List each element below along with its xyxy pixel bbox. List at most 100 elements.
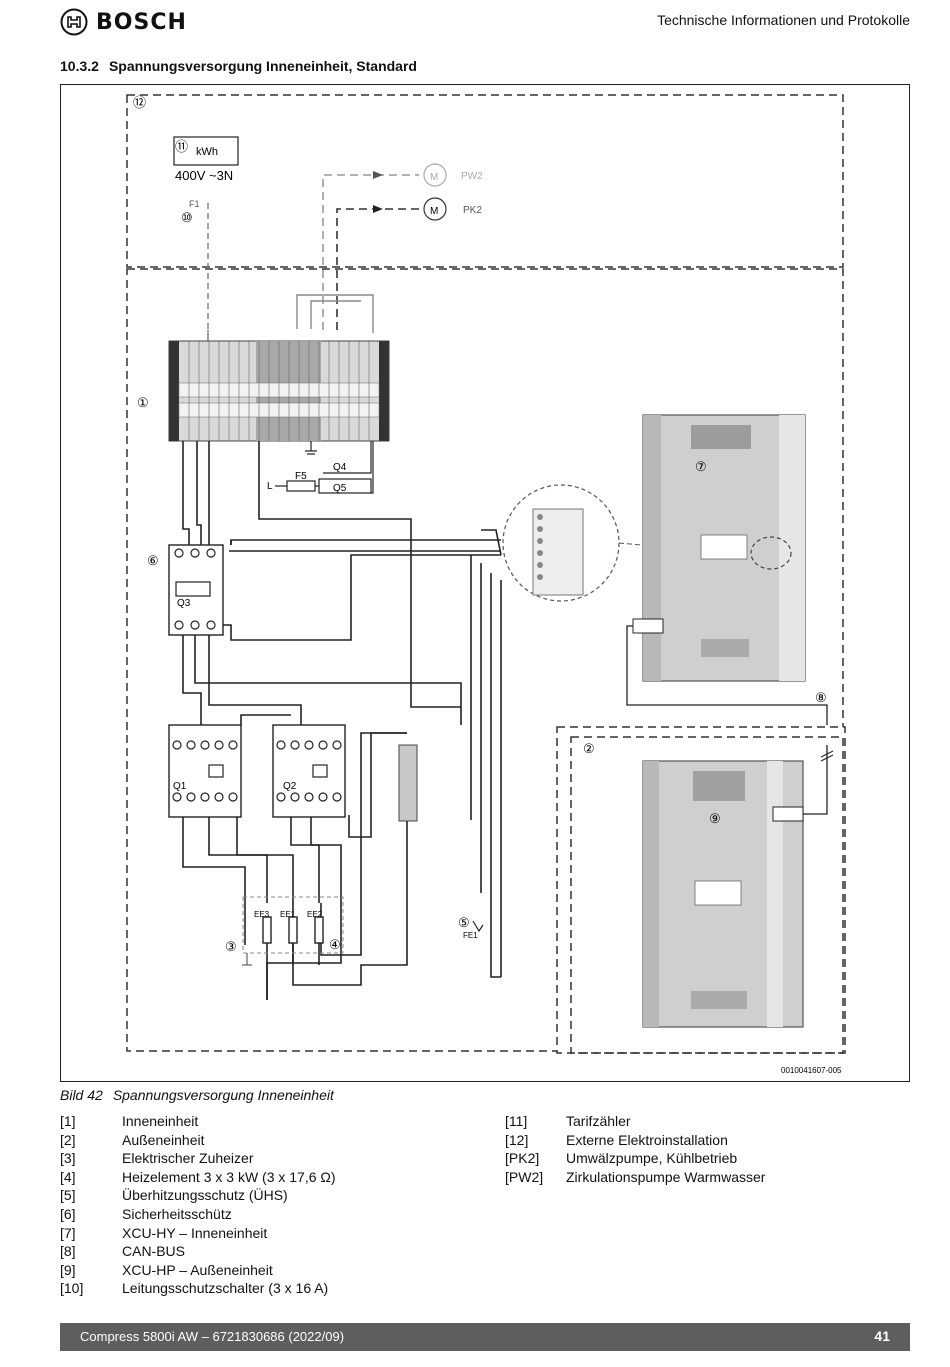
meter-unit: kWh (196, 146, 218, 158)
supply-label: 400V ~3N (175, 168, 233, 183)
legend-item: [12] Externe Elektroinstallation (505, 1132, 765, 1151)
pk2-label: PK2 (463, 205, 482, 216)
page-number: 41 (874, 1328, 890, 1344)
legend-key: [3] (60, 1150, 76, 1167)
callout-10: ⑩ (181, 210, 193, 225)
legend-item: [1] Inneneinheit (60, 1113, 336, 1132)
legend-key: [1] (60, 1113, 76, 1129)
legend-text: Sicherheitsschütz (122, 1205, 232, 1222)
f1-label: F1 (189, 199, 200, 209)
legend-text: Überhitzungsschutz (ÜHS) (122, 1187, 288, 1204)
legend-key: [12] (505, 1131, 529, 1148)
callout-4: ④ (329, 937, 341, 952)
legend-text: Zirkulationspumpe Warmwasser (566, 1168, 766, 1185)
ee1-label: EE1 (280, 910, 296, 919)
legend-key: [7] (60, 1224, 76, 1241)
ee3-label: EE3 (254, 910, 270, 919)
legend-text: Außeneinheit (122, 1131, 205, 1148)
pw2-motor-label: M (430, 172, 438, 183)
legend-item: [PW2] Zirkulationspumpe Warmwasser (505, 1169, 765, 1188)
fe1-label: FE1 (463, 931, 478, 940)
bosch-logo-icon (60, 8, 88, 36)
legend-item: [8] CAN-BUS (60, 1243, 336, 1262)
legend-text: XCU-HY – Inneneinheit (122, 1224, 268, 1241)
legend-key: [9] (60, 1261, 76, 1278)
caption-label: Bild 42 (60, 1087, 103, 1103)
legend-text: CAN-BUS (122, 1243, 186, 1260)
page-footer: Compress 5800i AW – 6721830686 (2022/09)… (60, 1323, 910, 1351)
legend-left: [1] Inneneinheit [2] Außeneinheit [3] Elekt… (60, 1113, 336, 1299)
q4-label: Q4 (333, 462, 347, 473)
legend-key: [11] (505, 1113, 528, 1129)
kwh-meter (173, 136, 239, 166)
legend-text: XCU-HP – Außeneinheit (122, 1261, 273, 1278)
wiring-diagram-svg: kWh 400V ~3N F1 M M PW2 PK2 L F5 Q5 Q4 (126, 94, 846, 1075)
q5-relay (318, 478, 372, 494)
legend-item: [3] Elektrischer Zuheizer (60, 1150, 336, 1169)
legend-text: Heizelement 3 x 3 kW (3 x 17,6 Ω) (122, 1168, 336, 1185)
q2-label: Q2 (283, 781, 297, 792)
legend-text: Leitungsschutzschalter (3 x 16 A) (122, 1280, 329, 1297)
legend-item: [6] Sicherheitsschütz (60, 1206, 336, 1225)
legend-item: [11] Tarifzähler (505, 1113, 765, 1132)
legend-item: [5] Überhitzungsschutz (ÜHS) (60, 1187, 336, 1206)
n-terminal (398, 744, 418, 822)
callout-5: ⑤ (458, 915, 470, 930)
figure-caption: Bild 42 Spannungsversorgung Inneneinheit (60, 1087, 334, 1103)
legend-key: [5] (60, 1187, 76, 1204)
legend-key: [10] (60, 1280, 84, 1297)
f5-fuse (286, 480, 316, 492)
legend-key: [2] (60, 1131, 76, 1148)
legend-key: [4] (60, 1168, 76, 1185)
legend-text: Elektrischer Zuheizer (122, 1150, 254, 1167)
wiring-diagram: kWh 400V ~3N F1 M M PW2 PK2 L F5 Q5 Q4 (60, 84, 910, 1082)
legend-text: Inneneinheit (122, 1113, 199, 1129)
q2-contactor (272, 724, 346, 818)
brand-name: BOSCH (96, 9, 187, 35)
electric-heater-box (242, 896, 344, 954)
caption-text: Spannungsversorgung Inneneinheit (112, 1087, 334, 1103)
legend-key: [8] (60, 1243, 76, 1260)
ee2-label: EE2 (307, 910, 323, 919)
callout-8: ⑧ (815, 690, 827, 705)
q1-label: Q1 (173, 781, 187, 792)
section-title: Spannungsversorgung Inneneinheit, Standa… (108, 58, 417, 74)
callout-3: ③ (225, 939, 237, 954)
pk2-motor-icon (423, 197, 447, 221)
legend-text: Externe Elektroinstallation (566, 1131, 728, 1148)
legend-key: [PK2] (505, 1150, 540, 1167)
footer-doc: Compress 5800i AW – 6721830686 (2022/09) (80, 1329, 345, 1344)
q1-contactor (168, 724, 242, 818)
figure-id: 0010041607-005 (781, 1066, 842, 1075)
callout-6: ⑥ (147, 553, 159, 568)
callout-9: ⑨ (709, 811, 721, 826)
legend-item: [7] XCU-HY – Inneneinheit (60, 1225, 336, 1244)
callout-11: ⑪ (175, 139, 188, 154)
callout-2: ② (583, 741, 595, 756)
f5-label: F5 (295, 471, 307, 482)
legend-text: Tarifzähler (566, 1113, 631, 1129)
callout-12: ⑫ (133, 95, 146, 110)
outdoor-unit-box (570, 736, 844, 1054)
l-label: L (267, 481, 273, 492)
q5-label: Q5 (333, 483, 347, 494)
legend-item: [10] Leitungsschutzschalter (3 x 16 A) (60, 1280, 336, 1299)
indoor-unit-box (126, 268, 844, 1052)
brand: BOSCH (60, 8, 187, 36)
legend-item: [PK2] Umwälzpumpe, Kühlbetrieb (505, 1150, 765, 1169)
legend-key: [PW2] (505, 1168, 544, 1185)
legend-right: [11] Tarifzähler [12] Externe Elektroinsta… (505, 1113, 765, 1187)
legend-key: [6] (60, 1205, 76, 1222)
external-installation-box (126, 94, 844, 268)
pw2-motor-icon (423, 163, 447, 187)
legend-item: [4] Heizelement 3 x 3 kW (3 x 17,6 Ω) (60, 1169, 336, 1188)
pk2-motor-label: M (430, 206, 438, 217)
section-heading: 10.3.2 Spannungsversorgung Inneneinheit, … (60, 58, 417, 74)
section-number: 10.3.2 (60, 58, 99, 74)
header-title: Technische Informationen und Protokolle (657, 12, 910, 28)
q3-label: Q3 (177, 598, 191, 609)
callout-7: ⑦ (695, 459, 707, 474)
legend-text: Umwälzpumpe, Kühlbetrieb (566, 1150, 738, 1167)
legend-item: [2] Außeneinheit (60, 1132, 336, 1151)
pw2-label: PW2 (461, 171, 483, 182)
